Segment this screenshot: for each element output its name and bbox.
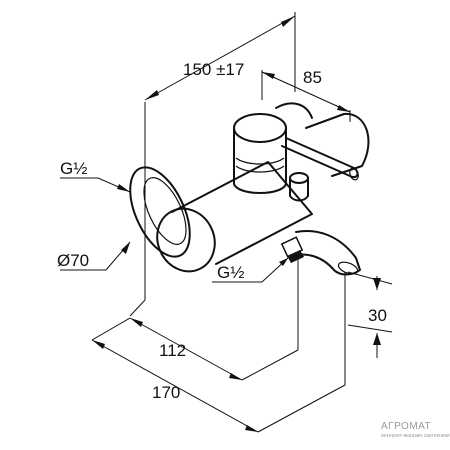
arrow-top-right (281, 16, 295, 27)
diverter-knob (289, 172, 309, 202)
arrow-lever-right (337, 105, 350, 112)
ext-line-spout-bottom (347, 324, 393, 333)
label-spout-height: 30 (368, 306, 387, 325)
spout-body (291, 230, 361, 276)
hidden-lines (144, 105, 299, 345)
watermark-tagline: интернет-магазин сантехники (381, 433, 450, 439)
dim-line-lever-reach (261, 71, 351, 113)
dimension-arrows (92, 16, 381, 432)
lever-handle (281, 137, 359, 181)
flange-outer (129, 166, 191, 258)
body-end-cap (156, 207, 216, 273)
spout-nut (287, 250, 304, 263)
wall-flange (129, 166, 191, 258)
arrow-outer-left (92, 340, 105, 349)
arrow-d70 (121, 242, 130, 254)
ext-line-outer-right (257, 384, 346, 433)
cartridge-body (233, 127, 287, 194)
mixer-cartridge (233, 113, 287, 194)
ext-line-outer-left (91, 317, 131, 341)
arrow-g-half-bottom (279, 258, 288, 266)
faucet (129, 102, 370, 276)
ext-line-inner-left (129, 299, 146, 317)
rear-cap (275, 102, 370, 177)
arrow-lever-left (262, 72, 275, 79)
labels: 150 ±17 85 G½ Ø70 G½ 30 112 170 (57, 60, 387, 402)
dim-line-depth-inner (129, 317, 243, 381)
watermark-brand: АГРОМАТ (381, 421, 431, 432)
flange-inner (143, 177, 187, 245)
lever-tip (349, 167, 359, 181)
arrow-g-half-left (117, 184, 130, 192)
knob-stem (289, 177, 309, 202)
label-top-width: 150 ±17 (183, 60, 244, 79)
arrow-outer-right (245, 425, 258, 432)
label-connection-left: G½ (60, 159, 87, 178)
rear-cap-arc (275, 102, 313, 119)
arrow-top-left (145, 90, 159, 100)
arrow-spout-upper (373, 278, 381, 290)
ext-line-spout-top (347, 271, 393, 285)
ext-line-inner-right (241, 349, 299, 381)
arrow-spout-lower (373, 333, 381, 345)
lever-housing (305, 112, 370, 177)
spout-outlet (337, 261, 359, 275)
cartridge-top (233, 113, 287, 143)
cartridge-ring-2 (235, 165, 285, 173)
label-depth-outer: 170 (152, 383, 180, 402)
watermark: АГРОМАТ интернет-магазин сантехники (381, 421, 450, 439)
label-depth-inner: 112 (159, 341, 186, 360)
knob-top (289, 172, 309, 184)
spout (280, 230, 361, 276)
dim-line-depth-outer (91, 339, 259, 433)
label-connection-bottom: G½ (217, 263, 244, 282)
dim-line-top-width (144, 15, 296, 101)
label-flange-diameter: Ø70 (57, 251, 89, 270)
arrow-inner-right (229, 373, 242, 380)
arrow-inner-left (130, 318, 143, 327)
cartridge-ring-1 (235, 157, 285, 165)
label-lever-reach: 85 (303, 68, 322, 87)
